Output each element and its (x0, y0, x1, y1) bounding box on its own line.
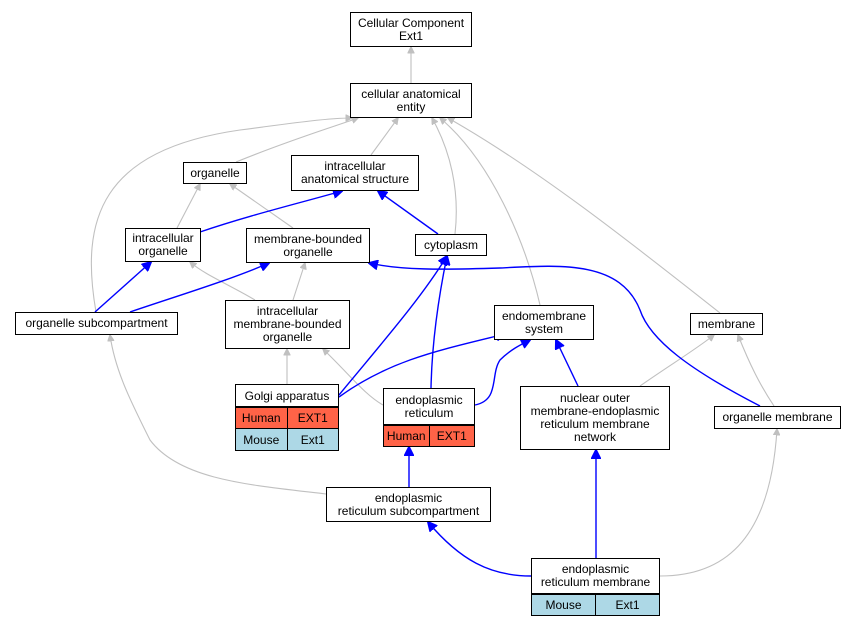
edge-is-a-nom-to-mem (639, 335, 714, 387)
record-title-line: reticulum (404, 405, 454, 420)
edge-is-a-mem-to-cae (448, 118, 721, 314)
node-label-line: intracellular (256, 304, 319, 318)
node-membrane[interactable]: membrane (690, 313, 763, 335)
record-title-line: endoplasmic (561, 562, 630, 576)
species-row-mouse: Mouse Ext1 (236, 428, 338, 450)
edge-part-of-nom-to-ems (556, 340, 579, 387)
edge-is-a-cyto-to-cae (432, 118, 457, 235)
node-label-line: organelle membrane (722, 410, 833, 424)
record-title-row: Golgi apparatus (236, 385, 338, 407)
node-label-line: endomembrane (501, 308, 587, 323)
gene-symbol-cell: Ext1 (286, 429, 338, 450)
edge-part-of-osc-to-io (94, 262, 151, 313)
edge-is-a-imbo-to-io (190, 262, 256, 301)
species-name-cell: Human (236, 408, 287, 428)
node-label-line: organelle (138, 244, 188, 258)
edge-is-a-er-to-imbo (323, 349, 384, 406)
node-label-line: endoplasmic (374, 490, 443, 505)
node-label-line: organelle subcompartment (25, 316, 168, 330)
record-title-line: endoplasmic (395, 392, 463, 407)
node-label-line: organelle (190, 165, 240, 180)
node-label-line: membrane-bounded (233, 317, 342, 331)
node-endoplasmic-reticulum-subcompartment[interactable]: endoplasmic reticulum subcompartment (326, 487, 491, 522)
node-intracellular-organelle[interactable]: intracellular organelle (125, 228, 201, 262)
species-row-mouse: Mouse Ext1 (532, 594, 659, 615)
node-label-line: intracellular (324, 159, 386, 173)
edge-part-of-erm-to-ersc (428, 522, 532, 577)
node-cellular-component[interactable]: Cellular Component Ext1 (350, 12, 472, 47)
record-golgi-apparatus[interactable]: Golgi apparatus Human EXT1 Mouse Ext1 (235, 384, 339, 451)
node-intracellular-anatomical-structure[interactable]: intracellular anatomical structure (291, 155, 419, 191)
species-row-human: Human EXT1 (236, 407, 338, 428)
node-organelle[interactable]: organelle (183, 162, 247, 184)
edge-is-a-ems-to-cae (440, 118, 541, 306)
edge-is-a-osc-to-cae (90, 118, 352, 313)
edge-is-a-io-to-org (176, 184, 200, 229)
edge-part-of-om-to-mbo (369, 263, 761, 407)
node-label-line: Cellular Component (357, 15, 465, 30)
node-label-line: cytoplasm (423, 237, 479, 252)
node-cellular-anatomical-entity[interactable]: cellular anatomical entity (350, 83, 472, 118)
edge-part-of-io-to-ias (199, 191, 342, 233)
node-label-line: Ext1 (398, 28, 423, 43)
edge-part-of-golgi-to-cyto (338, 256, 447, 396)
node-membrane-bounded-organelle[interactable]: membrane-bounded organelle (246, 228, 370, 263)
node-nuclear-outer-membrane-er-network[interactable]: nuclear outer membrane-endoplasmic retic… (520, 386, 670, 450)
species-row-human: Human EXT1 (384, 425, 474, 446)
edge-part-of-osc-to-mbo (129, 263, 269, 313)
node-label-line: organelle (283, 244, 333, 259)
record-title-row: endoplasmic reticulum (384, 389, 474, 425)
node-label-line: reticulum subcompartment (337, 503, 480, 518)
edge-is-a-ersc-to-osc (110, 335, 327, 495)
node-label-line: membrane (697, 316, 756, 331)
edge-part-of-cyto-to-ias (378, 191, 439, 235)
species-name-cell: Mouse (236, 429, 287, 450)
node-endomembrane-system[interactable]: endomembrane system (494, 305, 594, 340)
node-label-line: entity (396, 99, 426, 114)
edge-part-of-er-to-cyto (430, 256, 447, 389)
node-label-line: organelle (262, 330, 313, 344)
node-label-line: intracellular (132, 231, 194, 245)
record-title: Golgi apparatus (244, 388, 330, 403)
edge-is-a-imbo-to-mbo (292, 263, 305, 301)
gene-symbol-cell: EXT1 (286, 408, 338, 428)
node-label-line: reticulum membrane (540, 417, 650, 431)
record-endoplasmic-reticulum[interactable]: endoplasmic reticulum Human EXT1 (383, 388, 475, 447)
node-label-line: cellular anatomical (361, 86, 461, 101)
edge-is-a-ias-to-cae (370, 118, 398, 156)
node-label-line: anatomical structure (300, 172, 410, 186)
node-organelle-subcompartment[interactable]: organelle subcompartment (15, 312, 178, 335)
edge-part-of-golgi-to-ems (338, 334, 505, 398)
gene-symbol-cell: Ext1 (595, 595, 659, 615)
edge-is-a-mbo-to-org (230, 184, 294, 229)
gene-symbol-cell: EXT1 (428, 426, 474, 446)
species-name-cell: Human (384, 426, 429, 446)
edge-layer (90, 47, 777, 577)
record-endoplasmic-reticulum-membrane[interactable]: endoplasmic reticulum membrane Mouse Ext… (531, 558, 660, 616)
node-label-line: membrane-bounded (253, 231, 363, 246)
node-cytoplasm[interactable]: cytoplasm (415, 234, 487, 256)
record-title-row: endoplasmic reticulum membrane (532, 559, 659, 594)
node-label-line: system (524, 321, 563, 336)
species-name-cell: Mouse (532, 595, 595, 615)
edge-part-of-er-to-ems (474, 340, 530, 406)
record-title-line: reticulum membrane (540, 575, 651, 589)
edge-is-a-erm-to-om (659, 429, 777, 577)
node-label-line: network (573, 430, 617, 444)
node-intracellular-membrane-bounded-organelle[interactable]: intracellular membrane-bounded organelle (225, 300, 350, 349)
node-label-line: nuclear outer (559, 391, 631, 405)
node-label-line: membrane-endoplasmic (530, 404, 660, 418)
node-organelle-membrane[interactable]: organelle membrane (714, 406, 841, 429)
edge-is-a-om-to-mem (738, 335, 775, 407)
